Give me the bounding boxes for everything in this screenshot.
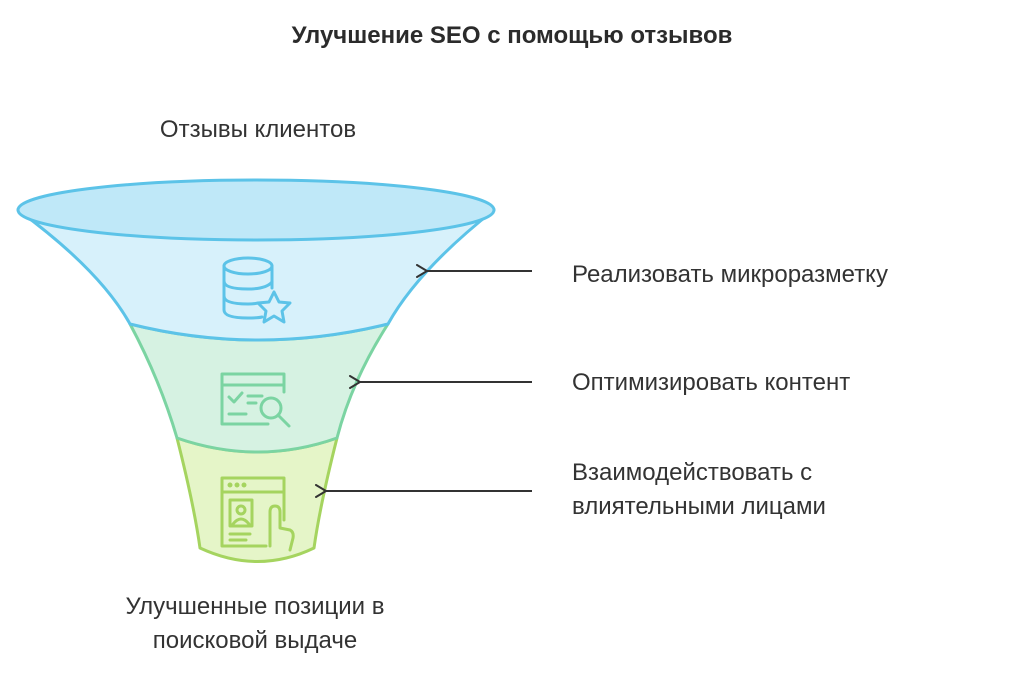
- database-star-icon: [222, 256, 292, 324]
- funnel-rim: [16, 178, 496, 242]
- code-search-icon: [220, 372, 291, 428]
- funnel-output-label-line-2: поисковой выдаче: [152, 627, 358, 654]
- funnel-output-label: Улучшенные позиции в поисковой выдаче: [30, 590, 480, 658]
- step-3-label-line-1: Взаимодействовать с: [572, 459, 813, 486]
- step-1-label-line-1: Реализовать микроразметку: [572, 261, 888, 288]
- funnel-section-2: [128, 322, 390, 454]
- step-3-label-line-2: влиятельными лицами: [572, 493, 826, 520]
- funnel-input-label: Отзывы клиентов: [159, 116, 357, 143]
- diagram-title: Улучшение SEO с помощью отзывов: [291, 22, 733, 49]
- step-2-label-line-1: Оптимизировать контент: [572, 369, 851, 396]
- funnel-output-label-line-1: Улучшенные позиции в: [125, 593, 385, 620]
- step-2-label: Оптимизировать контент: [572, 366, 850, 400]
- profile-touch-icon: [220, 476, 295, 552]
- step-3-label: Взаимодействовать с влиятельными лицами: [572, 456, 826, 524]
- funnel-section-3: [175, 436, 339, 563]
- step-1-label: Реализовать микроразметку: [572, 258, 888, 292]
